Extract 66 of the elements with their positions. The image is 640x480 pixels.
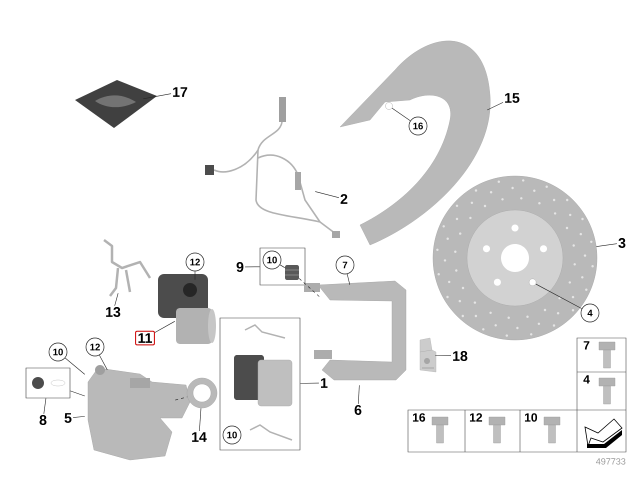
callout-number: 2 [340,194,348,204]
leader-line [596,243,618,247]
actuator-drawing [158,274,216,344]
callout-number: 10 [48,342,68,362]
leader-line [392,108,411,121]
group-box [220,318,300,450]
callout-number: 8 [40,415,46,425]
leader-line [64,358,86,375]
leader-line [300,382,320,384]
callout-number: 6 [354,405,362,415]
callout-number: 12 [186,252,204,272]
callout-number: 10 [262,250,282,270]
bolt-hole [385,102,393,110]
leader-line [99,354,108,370]
leader-line [114,292,118,306]
callout-number: 5 [64,413,72,423]
callout-number: 4 [580,304,600,322]
leader-line [199,408,202,432]
caliper-drawing [88,365,190,460]
bushing-drawing [284,265,300,280]
leader-line [70,390,86,396]
clip-drawing [420,338,436,372]
mat-drawing [75,80,157,128]
sensor-cable-drawing [205,97,340,238]
callout-number: 17 [173,87,188,97]
callout-number: 15 [505,93,520,103]
group-box [26,368,70,398]
brake-disc-drawing [432,176,598,340]
leader-line [44,398,46,414]
callout-number: 13 [106,307,120,317]
small-parts-drawing [32,377,66,389]
dashed-line [174,396,188,400]
group-box [260,248,306,286]
leader-line [536,284,582,309]
part-number: 12 [470,413,482,422]
part-number: 16 [412,413,426,422]
leader-line [72,416,86,418]
bolt-hole [528,278,536,286]
callout-number: 3 [618,238,626,248]
leader-line [194,271,196,280]
leader-line [244,266,260,268]
callout-number: 16 [408,116,428,136]
callout-number: 9 [236,262,244,272]
dashed-line [298,278,320,298]
callout-number: 18 [453,351,468,361]
leader-line [142,93,172,100]
leader-line [358,384,360,404]
leader-line [346,274,350,286]
part-number: 10 [524,413,538,422]
callout-number: 12 [86,338,104,356]
seal-ring-drawing [186,378,218,408]
leader-line [486,102,504,110]
diagram-number: 497733 [596,458,626,465]
leader-line [314,191,340,198]
leader-line [434,354,452,356]
callout-number: 14 [192,432,207,442]
leader-line [154,321,176,333]
bracket-drawing [103,239,152,297]
callout-number: 11 [135,330,155,346]
part-number: 4 [583,375,590,384]
shield-drawing [340,40,490,246]
callout-number: 7 [336,256,354,274]
callout-number: 10 [222,426,242,444]
leader-line [280,264,286,268]
callout-number: 1 [321,378,328,388]
part-number: 7 [584,341,590,350]
